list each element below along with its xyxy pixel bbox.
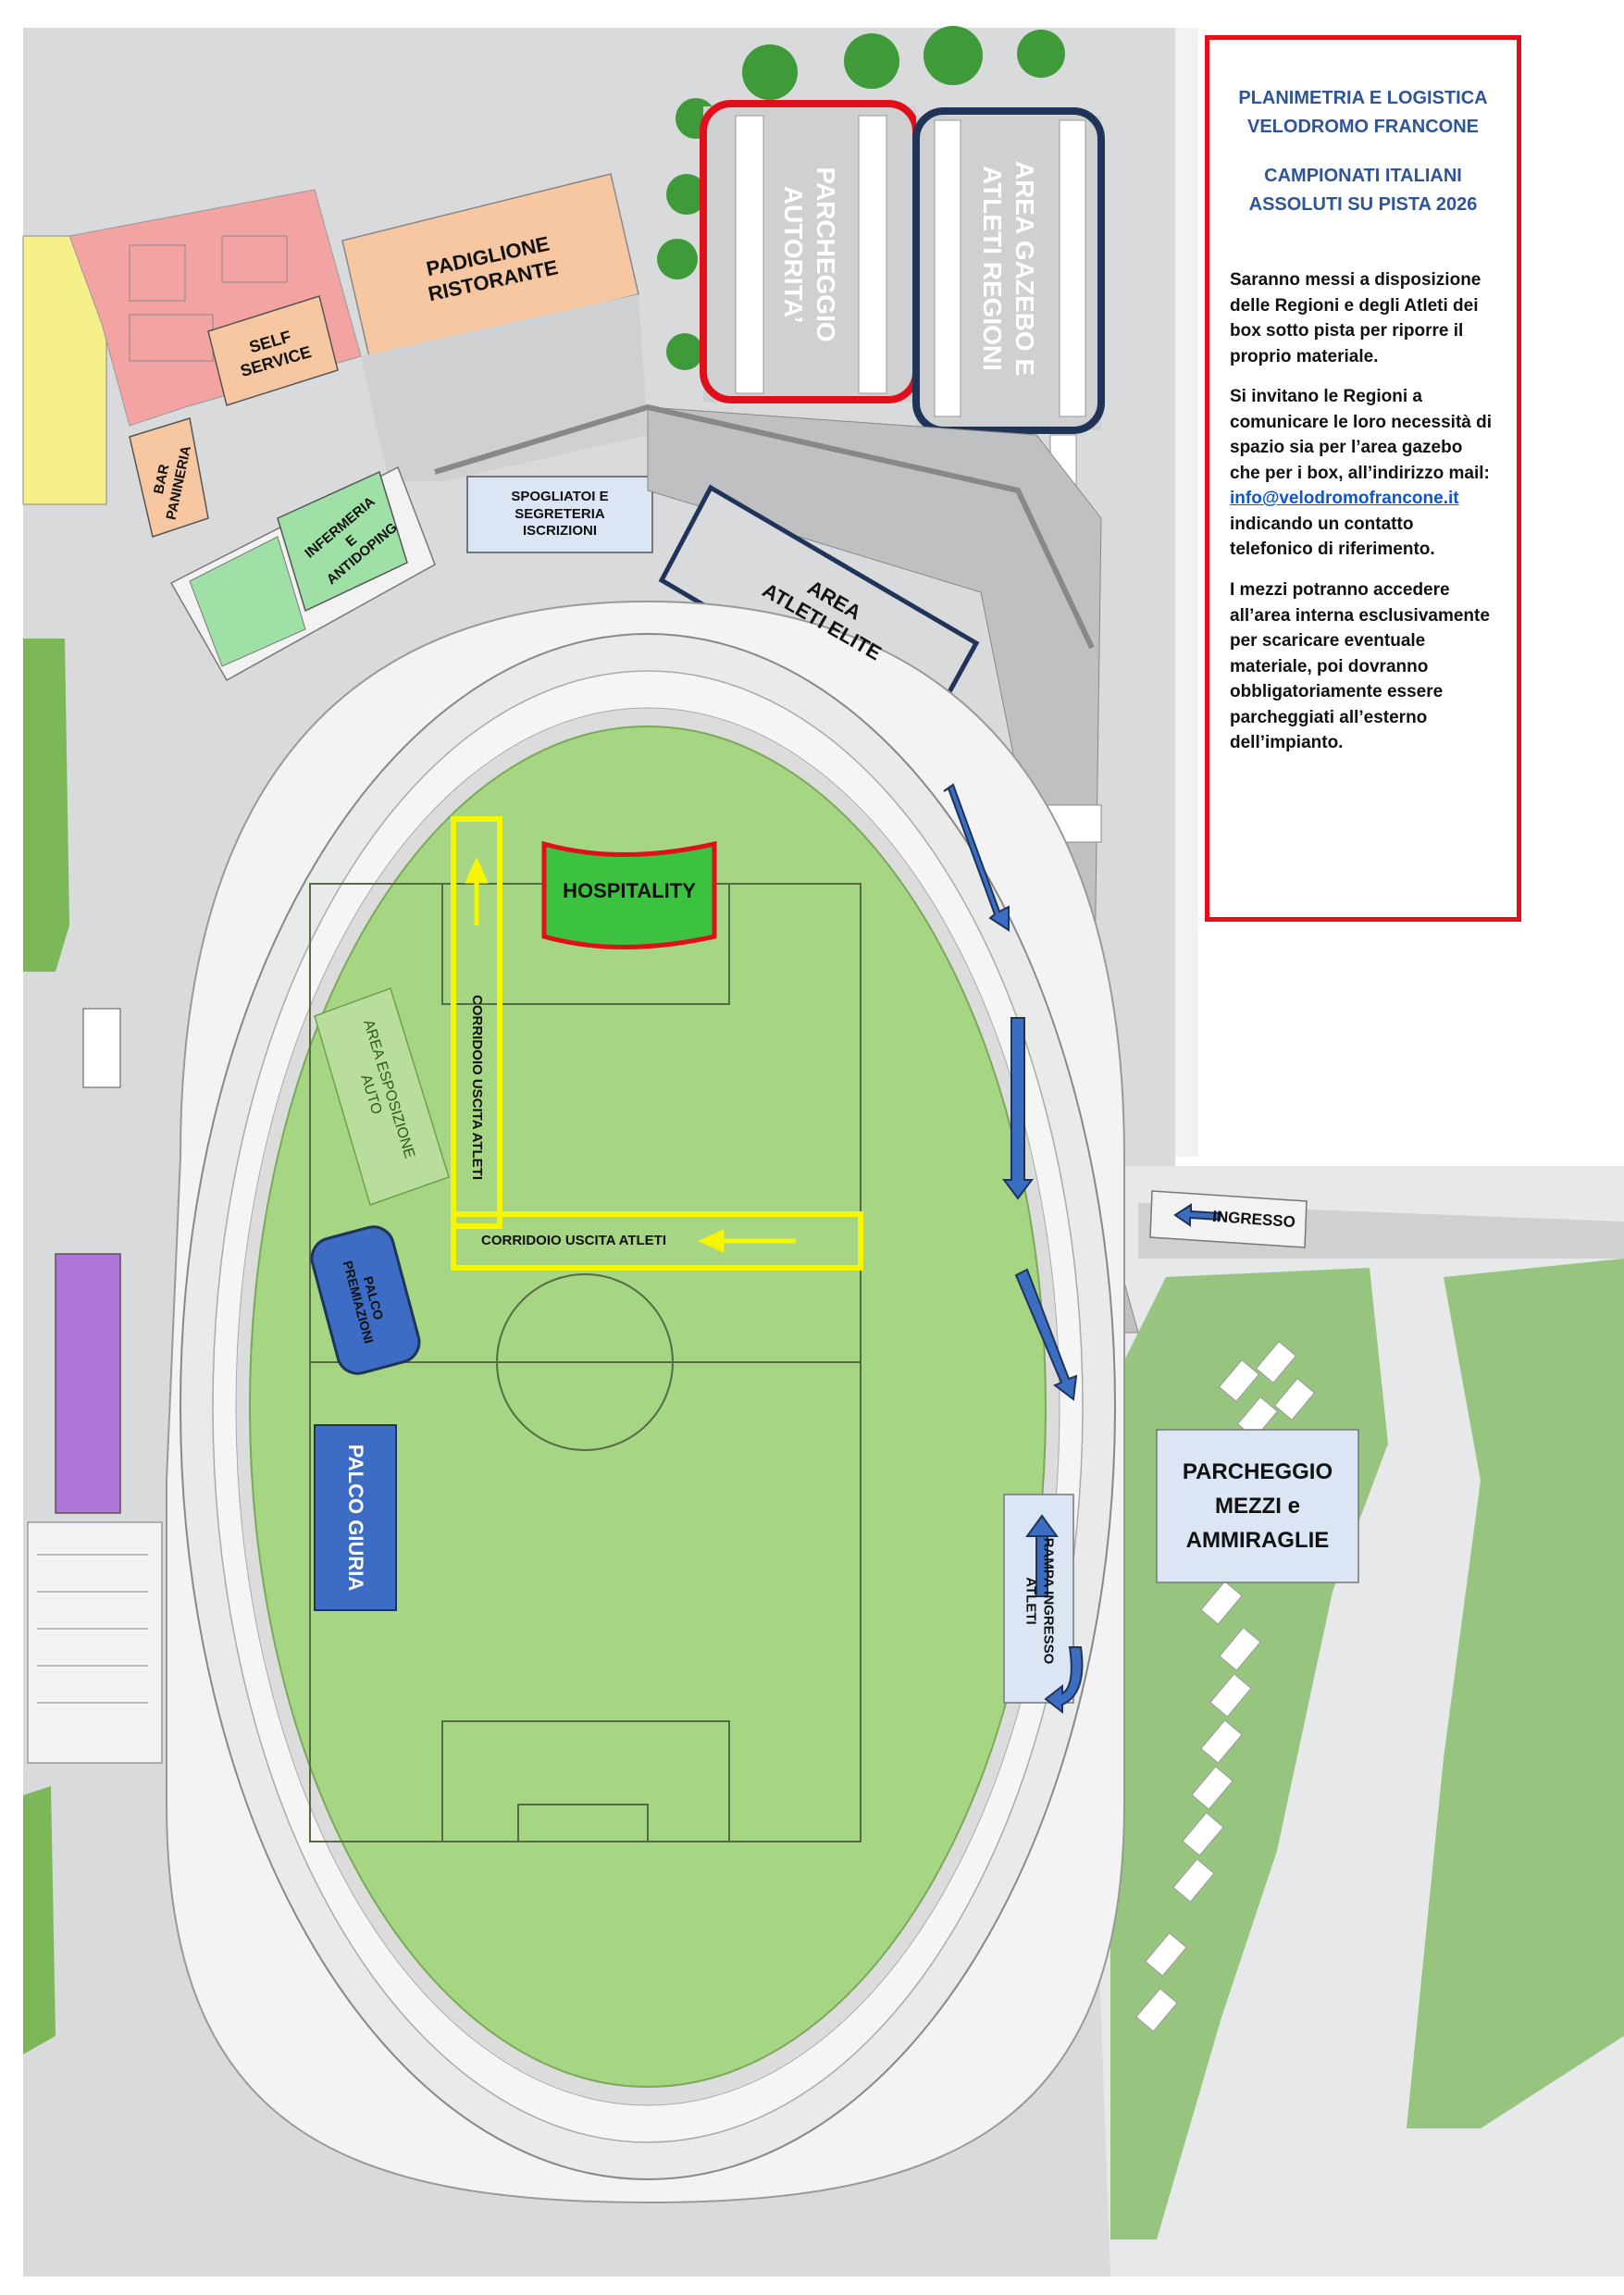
info-subtitle-line1: CAMPIONATI ITALIANI [1264,166,1462,186]
corridoio-horizontal-box [451,1211,863,1271]
info-title: PLANIMETRIA E LOGISTICA VELODROMO FRANCO… [1230,84,1496,142]
corridoio-vertical-box [451,816,502,1229]
info-para-vehicles: I mezzi potranno accedere all’area inter… [1230,580,1490,753]
purple-building [55,1253,121,1514]
inner-field [249,726,1047,2088]
info-para-contact-end: indicando un contatto telefonico di rife… [1230,514,1435,560]
info-title-line1: PLANIMETRIA E LOGISTICA [1238,88,1488,108]
info-panel: PLANIMETRIA E LOGISTICA VELODROMO FRANCO… [1205,35,1521,922]
info-title-line2: VELODROMO FRANCONE [1247,117,1479,137]
label-rampa: RAMPA INGRESSO ATLETI [1023,1537,1057,1665]
green-area-left [23,639,69,972]
palco-giuria-box [314,1424,397,1611]
label-corridoio-vertical: CORRIDOIO USCITA ATLETI [469,995,486,1180]
label-corridoio-horizontal: CORRIDOIO USCITA ATLETI [481,1232,666,1248]
corridoio-arrows [465,856,796,1253]
info-para-box: Saranno messi a disposizione delle Regio… [1230,270,1481,366]
spogliatoi-box [466,476,653,553]
info-para-contact-start: Si invitano le Regioni a comunicare le l… [1230,387,1492,483]
label-area-gazebo: AREA GAZEBO E ATLETI REGIONI [978,160,1039,377]
area-gazebo-box [912,107,1105,434]
self-service [207,295,339,406]
hospitality-box [541,840,717,949]
info-subtitle: CAMPIONATI ITALIANI ASSOLUTI SU PISTA 20… [1230,162,1496,219]
label-spogliatoi: SPOGLIATOI E SEGRETERIA ISCRIZIONI [511,488,609,540]
infermeria-label-box [277,470,408,613]
blue-arrows [943,783,1222,1715]
parcheggio-mezzi-box [1156,1429,1359,1583]
info-para-contact: Si invitano le Regioni a comunicare le l… [1230,384,1496,563]
info-subtitle-line2: ASSOLUTI SU PISTA 2026 [1248,194,1478,215]
bar-paninieria [129,417,209,538]
label-ingresso: INGRESSO [1211,1208,1296,1232]
label-palco-giuria: PALCO GIURIA [343,1444,367,1592]
area-esposizione-auto [314,987,450,1206]
label-hospitality: HOSPITALITY [563,878,696,902]
label-parcheggio-autorita: PARCHEGGIO AUTORITA’ [779,167,840,342]
trees [657,26,1065,370]
palco-premiazioni-box [310,1225,421,1375]
label-parcheggio-mezzi: PARCHEGGIO MEZZI e AMMIRAGLIE [1182,1458,1333,1554]
email-link[interactable]: info@velodromofrancone.it [1230,489,1459,509]
